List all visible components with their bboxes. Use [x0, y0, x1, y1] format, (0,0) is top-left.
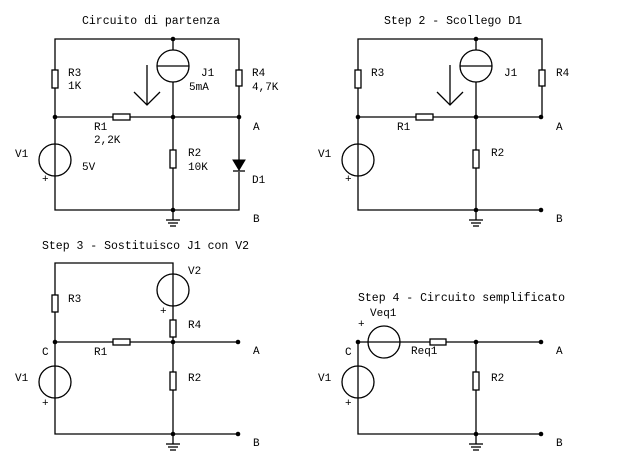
terminal-a-dot — [538, 339, 544, 345]
node-dot — [52, 339, 58, 345]
terminal-a-label: A — [556, 122, 563, 134]
label-r2: R2 — [491, 373, 504, 385]
resistor-r1 — [112, 338, 131, 346]
resistor-r2 — [169, 371, 177, 391]
top-wire — [54, 38, 240, 70]
terminal-b-label: B — [253, 438, 260, 450]
label-v1: V1 — [15, 373, 29, 385]
resistor-req1 — [429, 338, 447, 346]
node-dot — [236, 114, 242, 120]
resistor-r1 — [415, 113, 434, 121]
resistor-r3 — [354, 69, 362, 89]
node-dot — [473, 36, 479, 42]
node-dot — [473, 339, 479, 345]
diagram-step-2: Step 2 - Scollego D1 R3 J1 R4 R1 R2 V1 — [318, 15, 570, 227]
resistor-r4 — [538, 69, 546, 87]
diagram-original-circuit: Circuito di partenza R3 1K J1 5mA R4 — [15, 15, 279, 227]
resistor-r4 — [169, 319, 177, 338]
resistor-r1 — [112, 113, 131, 121]
value-r1: 2,2K — [94, 135, 121, 147]
label-v2: V2 — [188, 266, 201, 278]
diagram-title: Step 3 - Sostituisco J1 con V2 — [42, 240, 249, 253]
ground-icon — [166, 210, 180, 227]
label-r2: R2 — [491, 148, 504, 160]
wires — [357, 38, 543, 211]
current-arrow-icon — [133, 65, 161, 106]
veq1-plus-sign: + — [358, 319, 365, 331]
ground-icon — [469, 210, 483, 227]
label-r3: R3 — [68, 294, 81, 306]
resistor-r2 — [169, 149, 177, 169]
label-r1: R1 — [397, 122, 411, 134]
value-r2: 10K — [188, 162, 208, 174]
terminal-b-dot — [538, 207, 544, 213]
node-c-label: C — [42, 347, 49, 359]
wires — [54, 38, 240, 211]
terminal-a-label: A — [556, 346, 563, 358]
node-dot — [473, 114, 479, 120]
label-r4: R4 — [188, 320, 202, 332]
terminal-b-label: B — [556, 438, 563, 450]
label-veq1: Veq1 — [370, 308, 397, 320]
value-v1: 5V — [82, 162, 96, 174]
value-j1: 5mA — [189, 82, 209, 94]
diagram-title: Circuito di partenza — [82, 15, 220, 28]
label-r4: R4 — [252, 68, 266, 80]
v2-plus-sign: + — [160, 306, 167, 318]
label-j1: J1 — [201, 68, 215, 80]
label-r3: R3 — [68, 68, 81, 80]
diagram-step-4: Step 4 - Circuito semplificato Veq1 + Re… — [318, 292, 565, 451]
resistor-r2 — [472, 149, 480, 169]
current-arrow-icon — [436, 65, 464, 106]
v1-plus-sign: + — [345, 398, 352, 410]
diagram-title: Step 4 - Circuito semplificato — [358, 292, 565, 305]
node-dot — [355, 114, 361, 120]
node-dot — [170, 36, 176, 42]
label-v1: V1 — [318, 149, 332, 161]
node-dot — [52, 114, 58, 120]
label-r2: R2 — [188, 373, 201, 385]
label-v1: V1 — [318, 373, 332, 385]
resistor-r3 — [51, 69, 59, 89]
label-r1: R1 — [94, 122, 108, 134]
terminal-a-dot — [538, 114, 544, 120]
terminal-b-dot — [235, 431, 241, 437]
wires — [54, 262, 238, 435]
label-r3: R3 — [371, 68, 384, 80]
label-req1: Req1 — [411, 346, 438, 358]
bottom-wire — [54, 172, 240, 211]
v1-plus-sign: + — [42, 398, 49, 410]
ground-icon — [166, 434, 180, 451]
node-dot — [355, 339, 361, 345]
label-d1: D1 — [252, 175, 266, 187]
node-c-label: C — [345, 347, 352, 359]
value-r4: 4,7K — [252, 82, 279, 94]
resistor-r3 — [51, 294, 59, 313]
terminal-a-label: A — [253, 346, 260, 358]
resistor-r2 — [472, 371, 480, 391]
node-dot — [170, 339, 176, 345]
value-r3: 1K — [68, 81, 82, 93]
label-v1: V1 — [15, 149, 29, 161]
ground-icon — [469, 434, 483, 451]
label-j1: J1 — [504, 68, 518, 80]
label-r2: R2 — [188, 148, 201, 160]
diagram-step-3: Step 3 - Sostituisco J1 con V2 R3 V2 + R… — [15, 240, 260, 451]
v1-plus-sign: + — [345, 174, 352, 186]
terminal-a-label: A — [253, 122, 260, 134]
terminal-b-label: B — [253, 214, 260, 226]
diode-d1 — [232, 159, 246, 172]
label-r1: R1 — [94, 347, 108, 359]
terminal-b-label: B — [556, 214, 563, 226]
terminal-a-dot — [235, 339, 241, 345]
node-dot — [170, 114, 176, 120]
label-r4: R4 — [556, 68, 570, 80]
diagram-title: Step 2 - Scollego D1 — [384, 15, 522, 28]
terminal-b-dot — [538, 431, 544, 437]
resistor-r4 — [235, 69, 243, 87]
v1-plus-sign: + — [42, 174, 49, 186]
